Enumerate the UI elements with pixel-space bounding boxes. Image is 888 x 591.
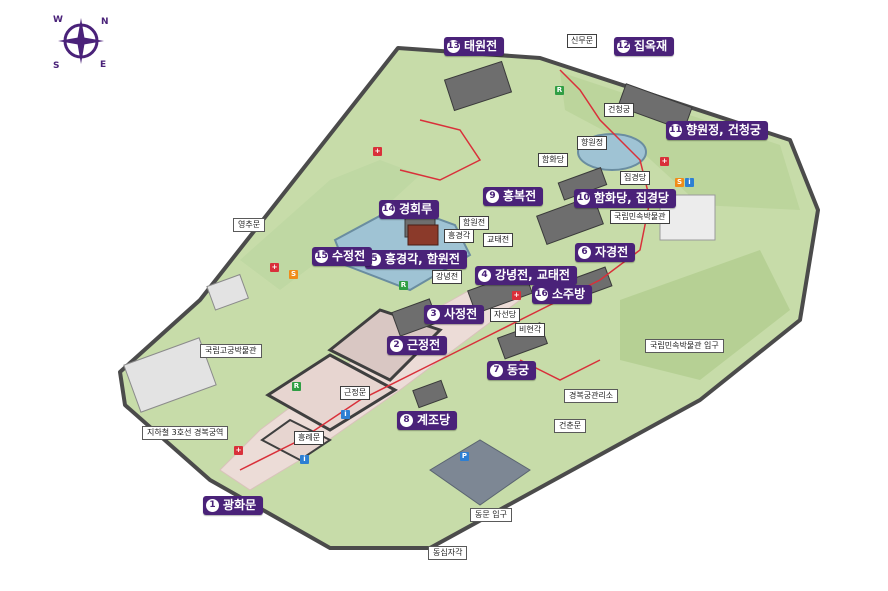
- first-aid-icon: +: [270, 263, 279, 272]
- label-subway-station: 지하철 3호선 경복궁역: [142, 426, 229, 440]
- site-number: 3: [426, 307, 441, 322]
- label-hamhwadang: 함화당: [538, 153, 569, 167]
- shop-icon: S: [289, 270, 298, 279]
- site-name: 경회루: [399, 202, 433, 216]
- site-name: 함화당, 집경당: [594, 191, 669, 205]
- site-name: 강녕전, 교태전: [495, 268, 570, 282]
- compass-rose-icon: N E S W: [50, 10, 112, 72]
- restroom-icon: R: [399, 281, 408, 290]
- info-icon: i: [685, 178, 694, 187]
- first-aid-icon: +: [234, 446, 243, 455]
- label-folk-museum-entrance: 국립민속박물관 입구: [645, 339, 724, 353]
- site-name: 근정전: [407, 338, 441, 352]
- label-yeongchumun: 영추문: [233, 218, 266, 232]
- site-name: 사정전: [444, 307, 478, 321]
- parking-icon: P: [460, 452, 469, 461]
- label-gyotaejeon: 교태전: [483, 233, 514, 247]
- site-number: 15: [314, 249, 329, 264]
- site-number: 16: [534, 287, 549, 302]
- site-number: 9: [485, 189, 500, 204]
- label-east-gate-entrance: 동문 입구: [470, 508, 512, 522]
- walking-route: [239, 69, 651, 471]
- site-name: 소주방: [552, 287, 586, 301]
- label-geunjeongmun: 근정문: [340, 386, 371, 400]
- compass-e: E: [100, 60, 106, 70]
- label-heungnyemun: 흥례문: [294, 431, 325, 445]
- site-name: 수정전: [332, 249, 366, 263]
- site-name: 집옥재: [634, 39, 668, 53]
- label-palace-office: 경복궁관리소: [564, 389, 619, 403]
- label-bihyeongak: 비현각: [515, 323, 546, 337]
- info-icon: i: [300, 455, 309, 464]
- site-number: 12: [616, 39, 631, 54]
- first-aid-icon: +: [373, 147, 382, 156]
- site-number: 6: [577, 245, 592, 260]
- restroom-icon: R: [292, 382, 301, 391]
- site-name: 자경전: [595, 245, 629, 259]
- label-folk-museum: 국립민속박물관: [610, 210, 670, 224]
- site-number: 14: [381, 202, 396, 217]
- label-hyangwonjeong: 향원정: [577, 136, 608, 150]
- site-number: 13: [446, 39, 461, 54]
- label-dongsipjagak: 동십자각: [428, 546, 468, 560]
- label-gangnyeongjeon: 강녕전: [432, 270, 463, 284]
- label-sinmumun: 신무문: [567, 34, 598, 48]
- label-national-palace-museum: 국립고궁박물관: [200, 344, 262, 358]
- site-number: 8: [399, 413, 414, 428]
- compass-s: S: [53, 61, 59, 71]
- label-heunggyeonggak: 흥경각: [444, 229, 475, 243]
- site-name: 향원정, 건청궁: [686, 123, 761, 137]
- shop-icon: S: [675, 178, 684, 187]
- label-geoncheonggung: 건청궁: [604, 103, 635, 117]
- site-name: 태원전: [464, 39, 498, 53]
- site-number: 1: [205, 498, 220, 513]
- site-number: 4: [477, 268, 492, 283]
- restroom-icon: R: [555, 86, 564, 95]
- label-jipgyeongdang: 집경당: [620, 171, 651, 185]
- compass-n: N: [101, 17, 109, 27]
- first-aid-icon: +: [660, 157, 669, 166]
- label-jaseondang: 자선당: [490, 308, 521, 322]
- site-number: 11: [668, 123, 683, 138]
- first-aid-icon: +: [512, 291, 521, 300]
- site-name: 계조당: [417, 413, 451, 427]
- site-name: 흥경각, 함원전: [385, 252, 460, 266]
- label-hamwonjeon: 함원전: [459, 216, 490, 230]
- site-name: 광화문: [223, 498, 257, 512]
- info-icon: i: [341, 410, 350, 419]
- label-geonchunmun: 건춘문: [554, 419, 587, 433]
- site-number: 7: [489, 363, 504, 378]
- site-number: 10: [576, 191, 591, 206]
- site-name: 동궁: [507, 363, 530, 377]
- site-number: 2: [389, 338, 404, 353]
- compass-w: W: [53, 15, 63, 25]
- site-name: 흥복전: [503, 189, 537, 203]
